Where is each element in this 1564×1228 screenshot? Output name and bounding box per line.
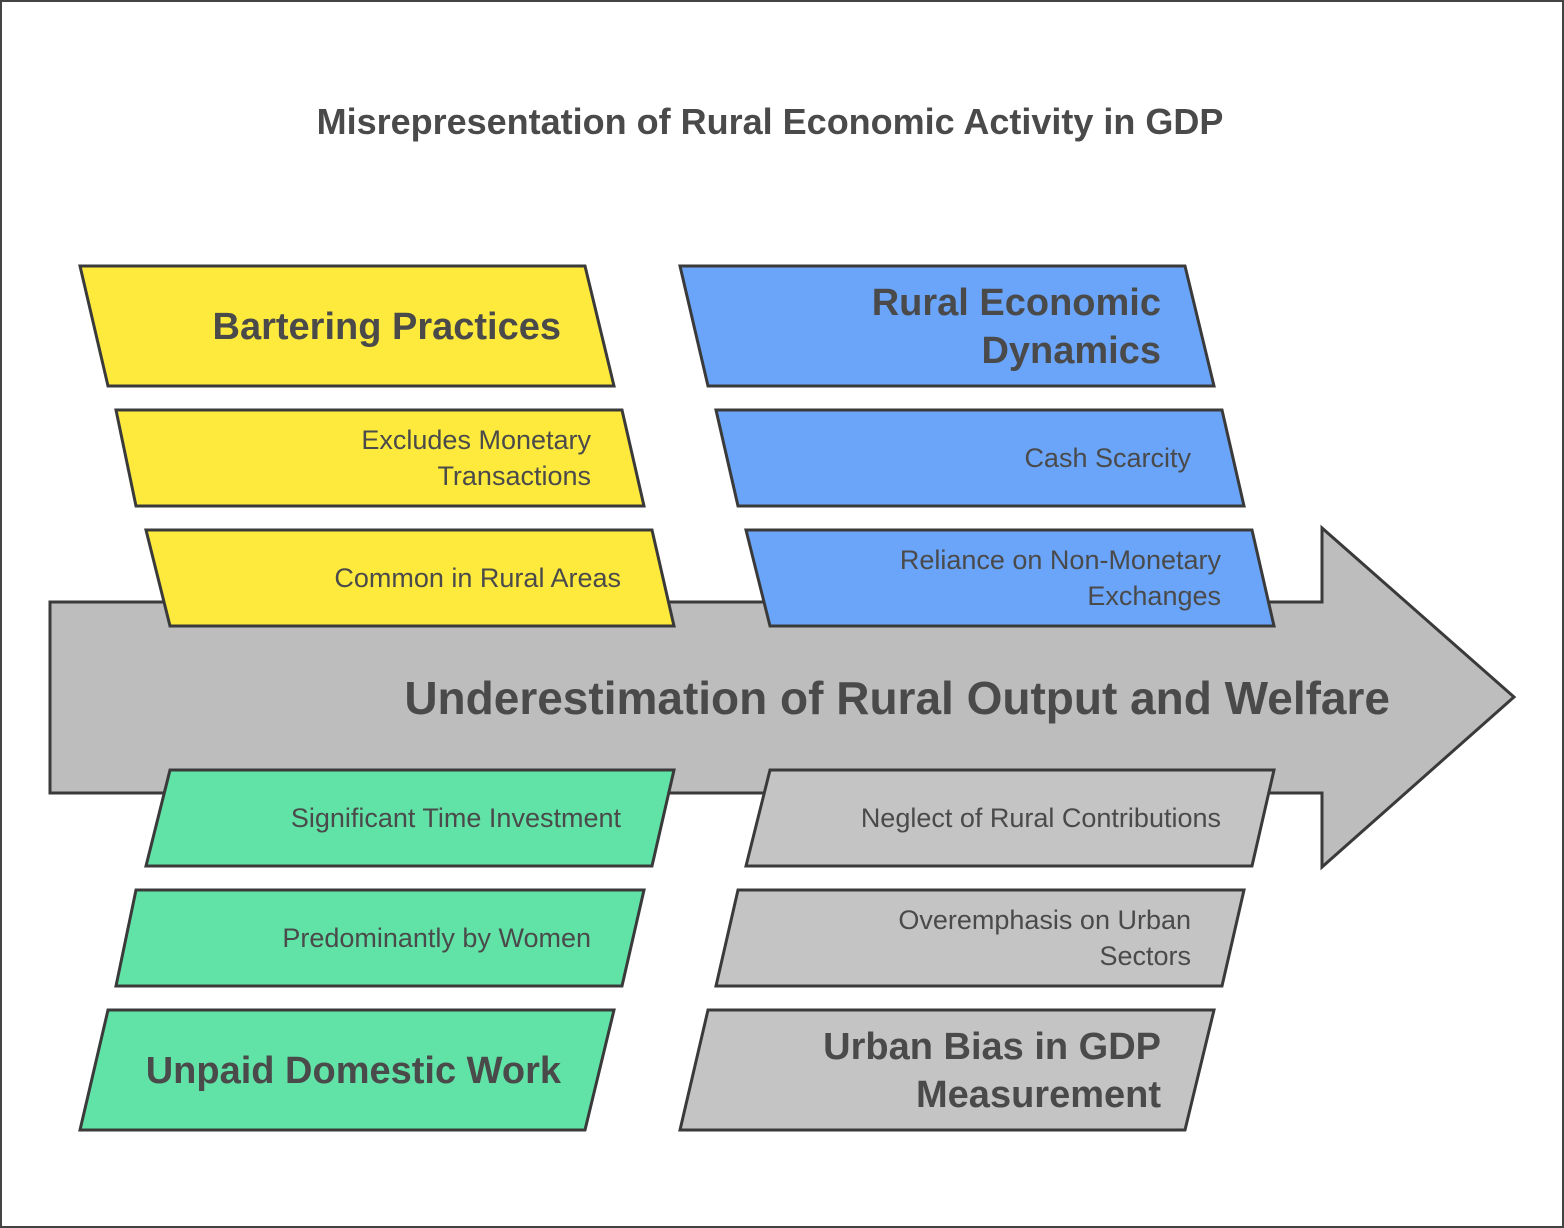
heading-label: Measurement xyxy=(916,1074,1161,1116)
cause-label: Reliance on Non-Monetary xyxy=(900,545,1222,575)
heading-label: Urban Bias in GDP xyxy=(823,1026,1161,1068)
heading-box xyxy=(678,264,1216,388)
cause-box xyxy=(144,768,676,868)
diagram-title: Misrepresentation of Rural Economic Acti… xyxy=(317,101,1224,142)
heading-label: Unpaid Domestic Work xyxy=(146,1050,562,1092)
category-rural-economic-dynamics: Rural Economic Dynamics Cash Scarcity Re… xyxy=(678,264,1276,628)
cause-box xyxy=(114,888,646,988)
cause-box xyxy=(114,408,646,508)
cause-label: Predominantly by Women xyxy=(282,923,591,953)
cause-label: Excludes Monetary xyxy=(361,425,591,455)
cause-label: Common in Rural Areas xyxy=(334,563,621,593)
cause-box xyxy=(744,768,1276,868)
heading-label: Bartering Practices xyxy=(213,306,562,348)
spine-label: Underestimation of Rural Output and Welf… xyxy=(404,672,1390,724)
heading-label: Dynamics xyxy=(981,330,1161,372)
cause-box xyxy=(144,528,676,628)
heading-box xyxy=(78,264,616,388)
category-bartering-practices: Bartering Practices Excludes Monetary Tr… xyxy=(78,264,676,628)
heading-box xyxy=(78,1008,616,1132)
cause-label: Overemphasis on Urban xyxy=(898,905,1191,935)
cause-label: Significant Time Investment xyxy=(291,803,622,833)
cause-label: Sectors xyxy=(1099,941,1191,971)
cause-label: Cash Scarcity xyxy=(1024,443,1191,473)
cause-box xyxy=(714,888,1246,988)
cause-label: Neglect of Rural Contributions xyxy=(861,803,1221,833)
cause-label: Exchanges xyxy=(1087,581,1221,611)
heading-label: Rural Economic xyxy=(872,282,1161,324)
cause-box xyxy=(714,408,1246,508)
heading-box xyxy=(678,1008,1216,1132)
category-unpaid-domestic-work: Significant Time Investment Predominantl… xyxy=(78,768,676,1132)
category-urban-bias: Neglect of Rural Contributions Overempha… xyxy=(678,768,1276,1132)
cause-box xyxy=(744,528,1276,628)
cause-label: Transactions xyxy=(437,461,591,491)
